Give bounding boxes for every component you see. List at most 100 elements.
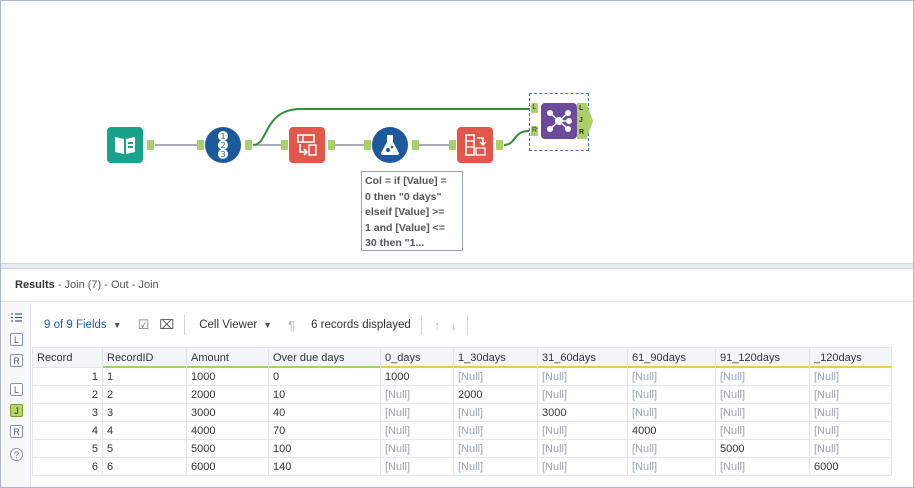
table-cell[interactable]: [Null] bbox=[627, 439, 716, 458]
connection-recordid-join-left[interactable] bbox=[252, 108, 529, 146]
output-anchor[interactable] bbox=[496, 140, 503, 150]
table-cell[interactable]: 3000 bbox=[186, 403, 269, 422]
input-anchor[interactable] bbox=[364, 140, 371, 150]
table-cell[interactable]: [Null] bbox=[809, 367, 892, 386]
table-cell[interactable]: 100 bbox=[268, 439, 381, 458]
table-cell[interactable]: [Null] bbox=[715, 457, 810, 476]
join-right-input-anchor[interactable]: R bbox=[531, 126, 538, 136]
table-cell[interactable]: 4 bbox=[102, 421, 187, 440]
column-header-amount[interactable]: Amount bbox=[186, 347, 269, 368]
table-cell[interactable]: [Null] bbox=[627, 403, 716, 422]
join-tool[interactable] bbox=[541, 103, 577, 139]
table-cell[interactable]: 6000 bbox=[186, 457, 269, 476]
table-cell[interactable]: [Null] bbox=[809, 403, 892, 422]
table-cell[interactable]: 4000 bbox=[186, 421, 269, 440]
join-left-input-anchor[interactable]: L bbox=[531, 103, 538, 113]
table-cell[interactable]: 3000 bbox=[537, 403, 628, 422]
table-cell[interactable]: [Null] bbox=[627, 457, 716, 476]
table-cell[interactable]: 140 bbox=[268, 457, 381, 476]
table-cell[interactable]: 1000 bbox=[186, 367, 269, 386]
table-cell[interactable]: [Null] bbox=[537, 385, 628, 404]
column-header-31-60days[interactable]: 31_60days bbox=[537, 347, 628, 368]
list-icon[interactable] bbox=[10, 311, 23, 324]
table-cell[interactable]: 2000 bbox=[453, 385, 538, 404]
formula-tool[interactable] bbox=[372, 127, 408, 163]
join-output-right-label[interactable]: R bbox=[579, 129, 585, 136]
table-cell[interactable]: [Null] bbox=[809, 439, 892, 458]
column-header-over-due-days[interactable]: Over due days bbox=[268, 347, 381, 368]
arrow-up-icon[interactable]: ↑ bbox=[433, 317, 441, 333]
left-input-anchor-button[interactable]: L bbox=[10, 333, 23, 346]
table-cell[interactable]: [Null] bbox=[809, 421, 892, 440]
output-anchor[interactable] bbox=[412, 140, 419, 150]
cell-viewer-dropdown[interactable]: Cell Viewer ▼ bbox=[199, 319, 272, 331]
table-cell[interactable]: [Null] bbox=[715, 385, 810, 404]
record-number-cell[interactable]: 4 bbox=[32, 421, 103, 440]
table-cell[interactable]: [Null] bbox=[537, 439, 628, 458]
join-output-left-label[interactable]: L bbox=[579, 105, 584, 112]
join-output-join-label[interactable]: J bbox=[579, 117, 583, 124]
table-cell[interactable]: 0 bbox=[268, 367, 381, 386]
table-cell[interactable]: [Null] bbox=[380, 421, 454, 440]
record-number-cell[interactable]: 1 bbox=[32, 367, 103, 386]
table-cell[interactable]: 6000 bbox=[809, 457, 892, 476]
workflow-canvas[interactable]: 1 2 3 bbox=[1, 1, 913, 263]
column-header-61-90days[interactable]: 61_90days bbox=[627, 347, 716, 368]
record-id-tool[interactable]: 1 2 3 bbox=[205, 127, 241, 163]
table-cell[interactable]: [Null] bbox=[627, 385, 716, 404]
table-cell[interactable]: [Null] bbox=[715, 367, 810, 386]
column-header-120days[interactable]: _120days bbox=[809, 347, 892, 368]
table-cell[interactable]: 40 bbox=[268, 403, 381, 422]
close-box-icon[interactable]: ⌧ bbox=[159, 317, 175, 332]
table-cell[interactable]: [Null] bbox=[380, 403, 454, 422]
table-cell[interactable]: [Null] bbox=[453, 439, 538, 458]
table-cell[interactable]: [Null] bbox=[453, 457, 538, 476]
output-anchor[interactable] bbox=[147, 140, 154, 150]
results-grid[interactable]: Record RecordID Amount Over due days 0_d… bbox=[32, 347, 912, 487]
table-cell[interactable]: 5000 bbox=[186, 439, 269, 458]
table-cell[interactable]: [Null] bbox=[380, 439, 454, 458]
output-anchor[interactable] bbox=[245, 140, 252, 150]
table-cell[interactable]: [Null] bbox=[715, 403, 810, 422]
cross-tab-tool[interactable] bbox=[457, 127, 493, 163]
input-data-tool[interactable] bbox=[107, 127, 143, 163]
table-cell[interactable]: [Null] bbox=[537, 367, 628, 386]
column-header-1-30days[interactable]: 1_30days bbox=[453, 347, 538, 368]
right-input-anchor-button[interactable]: R bbox=[10, 354, 23, 367]
record-number-cell[interactable]: 3 bbox=[32, 403, 103, 422]
pilcrow-icon[interactable]: ¶ bbox=[288, 317, 296, 333]
input-anchor[interactable] bbox=[449, 140, 456, 150]
table-cell[interactable]: [Null] bbox=[537, 457, 628, 476]
column-header-record[interactable]: Record bbox=[32, 347, 103, 368]
table-cell[interactable]: [Null] bbox=[537, 421, 628, 440]
table-cell[interactable]: 4000 bbox=[627, 421, 716, 440]
panel-splitter[interactable] bbox=[1, 263, 913, 269]
connection-crosstab-join-right[interactable] bbox=[503, 130, 530, 146]
table-cell[interactable]: 1000 bbox=[380, 367, 454, 386]
join-output-anchor-button[interactable]: J bbox=[10, 404, 23, 417]
table-cell[interactable]: 6 bbox=[102, 457, 187, 476]
table-cell[interactable]: 10 bbox=[268, 385, 381, 404]
table-cell[interactable]: [Null] bbox=[809, 385, 892, 404]
table-cell[interactable]: [Null] bbox=[715, 421, 810, 440]
table-cell[interactable]: [Null] bbox=[380, 385, 454, 404]
table-cell[interactable]: 2000 bbox=[186, 385, 269, 404]
fields-dropdown[interactable]: 9 of 9 Fields ▼ bbox=[44, 319, 122, 331]
arrow-down-icon[interactable]: ↓ bbox=[450, 317, 457, 333]
table-cell[interactable]: 2 bbox=[102, 385, 187, 404]
table-cell[interactable]: [Null] bbox=[627, 367, 716, 386]
table-cell[interactable]: 5 bbox=[102, 439, 187, 458]
help-icon[interactable]: ? bbox=[10, 448, 23, 461]
right-output-anchor-button[interactable]: R bbox=[10, 425, 23, 438]
table-cell[interactable]: 5000 bbox=[715, 439, 810, 458]
record-number-cell[interactable]: 6 bbox=[32, 457, 103, 476]
input-anchor[interactable] bbox=[281, 140, 288, 150]
left-output-anchor-button[interactable]: L bbox=[10, 383, 23, 396]
record-number-cell[interactable]: 2 bbox=[32, 385, 103, 404]
